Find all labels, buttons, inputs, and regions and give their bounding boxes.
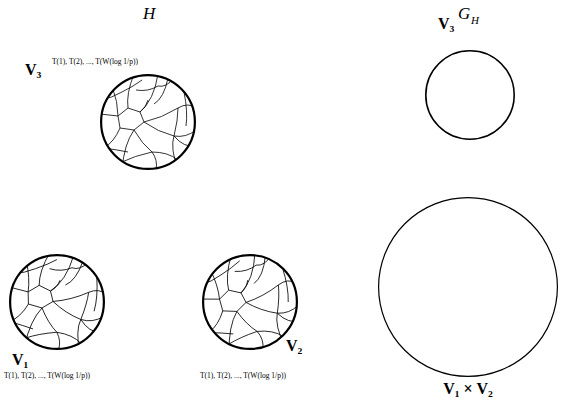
circle-outline xyxy=(378,197,558,377)
set-label: V₂ xyxy=(286,338,302,354)
cell-circle: V₃ xyxy=(425,50,515,140)
circle-outline xyxy=(202,254,298,350)
set-label: V₁ xyxy=(12,352,28,368)
cell-net xyxy=(3,248,111,356)
set-label: V₁ × V₂ xyxy=(443,381,493,397)
cell-net xyxy=(197,249,303,355)
graph-title: H xyxy=(471,15,479,26)
circle-border xyxy=(101,75,195,169)
circle-outline xyxy=(100,74,196,170)
tree-list: T(1), T(2), ..., T(W(log 1/p)) xyxy=(200,372,286,380)
graph-title: G xyxy=(458,5,470,22)
set-label: V₃ xyxy=(25,62,41,78)
cell-circle: V₃T(1), T(2), ..., T(W(log 1/p)) xyxy=(100,74,196,170)
cell-circle: V₁T(1), T(2), ..., T(W(log 1/p)) xyxy=(9,254,105,350)
circle-outline xyxy=(9,254,105,350)
circle-outline xyxy=(425,50,515,140)
tree-list: T(1), T(2), ..., T(W(log 1/p)) xyxy=(4,372,90,380)
tree-list: T(1), T(2), ..., T(W(log 1/p)) xyxy=(52,58,138,66)
set-label: V₃ xyxy=(438,16,454,32)
circle-border xyxy=(379,198,558,377)
circle-border xyxy=(203,255,297,349)
cell-circle: V₂T(1), T(2), ..., T(W(log 1/p)) xyxy=(202,254,298,350)
graph-title: H xyxy=(143,5,155,22)
circle-border xyxy=(426,51,514,139)
circle-border xyxy=(10,255,104,349)
cell-net xyxy=(100,74,196,170)
cell-circle: V₁ × V₂ xyxy=(378,197,558,377)
